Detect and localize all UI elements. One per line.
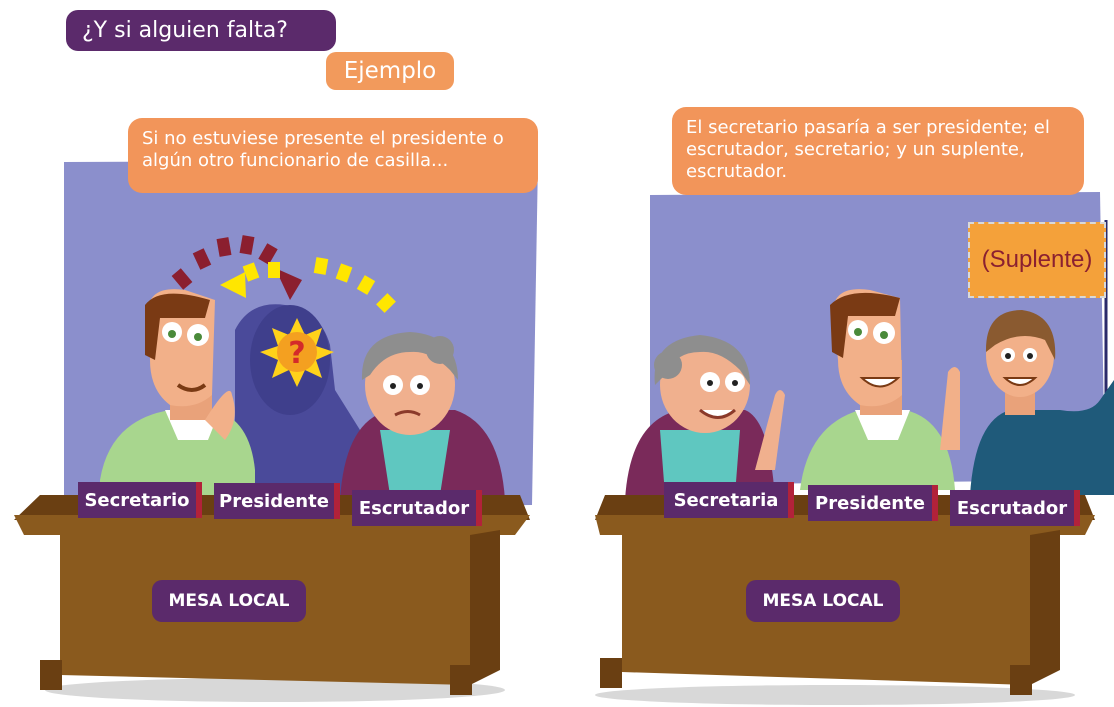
rotation-arrows xyxy=(171,235,396,313)
nameplate-escrutador-right: Escrutador xyxy=(950,490,1080,526)
example-badge: Ejemplo xyxy=(326,52,454,90)
question-mark: ? xyxy=(288,336,305,371)
nameplate-presidente: Presidente xyxy=(214,483,340,519)
presidente-man xyxy=(800,289,960,490)
nameplate-presidente-right: Presidente xyxy=(808,485,938,521)
left-speech-bubble: Si no estuviese presente el presidente o… xyxy=(128,118,538,193)
right-speech-bubble: El secretario pasaría a ser presidente; … xyxy=(672,107,1084,195)
left-table-label: MESA LOCAL xyxy=(152,580,306,622)
nameplate-escrutador: Escrutador xyxy=(352,490,482,526)
secretary-man xyxy=(100,289,255,495)
page-title: ¿Y si alguien falta? xyxy=(66,10,336,51)
suplente-sign: (Suplente) xyxy=(968,222,1106,298)
right-desk-shadow xyxy=(595,685,1075,705)
nameplate-secretario: Secretario xyxy=(78,482,202,518)
nameplate-secretaria: Secretaria xyxy=(664,482,794,518)
secretaria-woman xyxy=(625,335,785,500)
scrutineer-woman xyxy=(340,332,505,500)
question-burst-icon: ? xyxy=(260,318,334,387)
suplente-man xyxy=(970,310,1114,495)
right-table-label: MESA LOCAL xyxy=(746,580,900,622)
left-desk-shadow xyxy=(45,678,505,702)
